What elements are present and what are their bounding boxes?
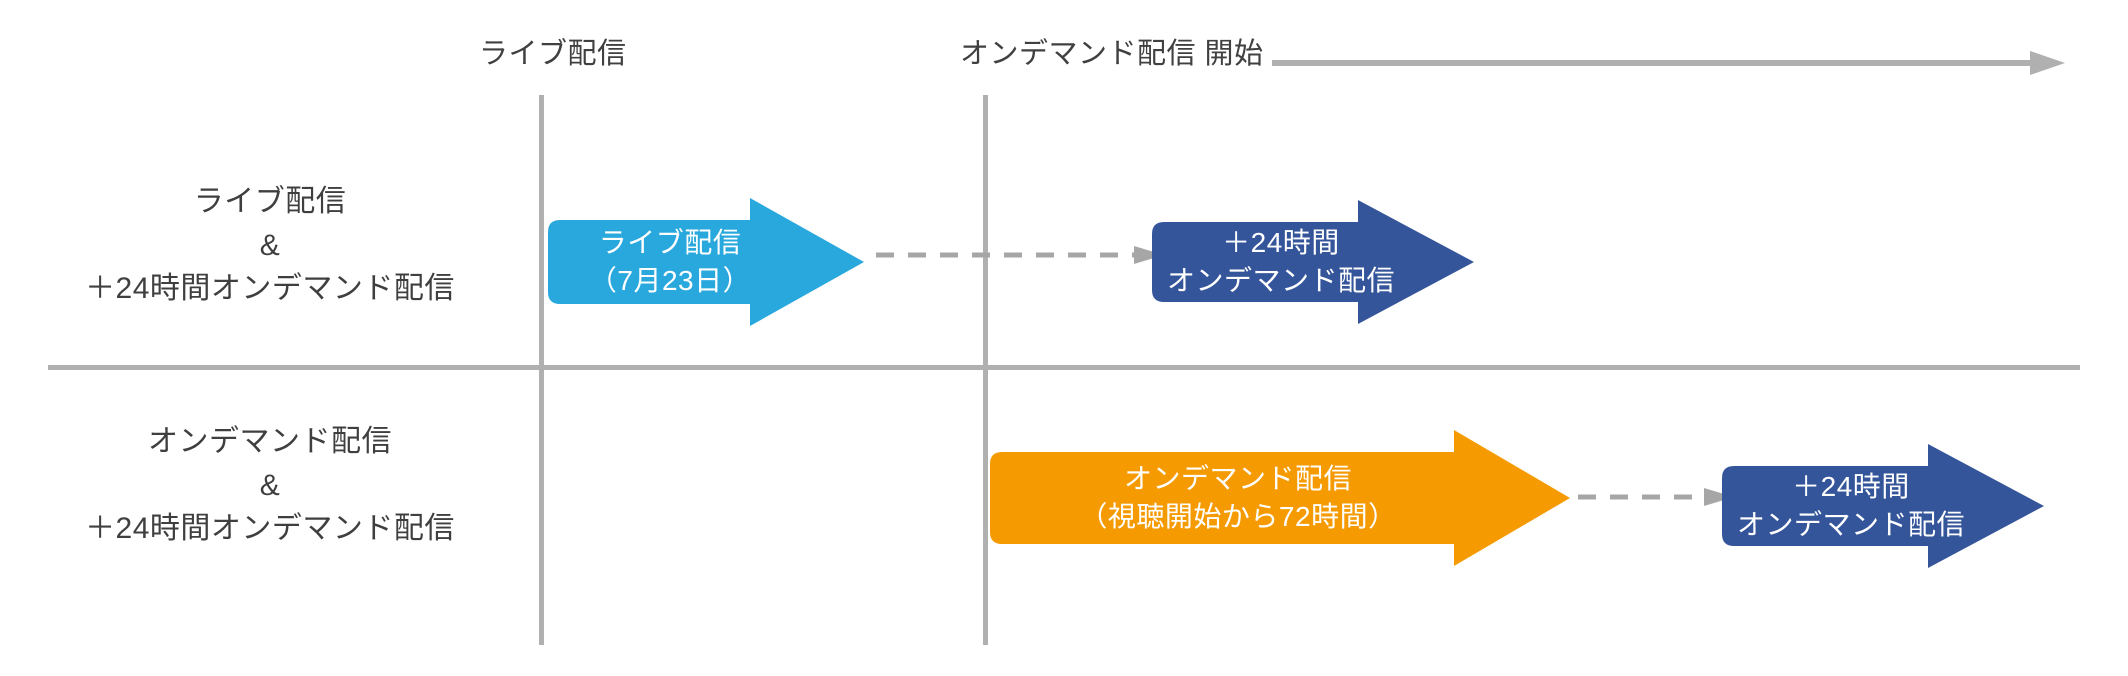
row1-label-line-3: ＋24時間オンデマンド配信 bbox=[85, 272, 455, 305]
row2-label-line-1: オンデマンド配信 bbox=[148, 425, 392, 458]
arrow-shape-cyan bbox=[548, 198, 864, 326]
row-divider bbox=[48, 365, 2080, 370]
arrow-plus24-row2-line-1: ＋24時間 bbox=[1792, 471, 1910, 503]
arrow-shape-navy-row2 bbox=[1722, 444, 2044, 568]
arrow-live-broadcast: ライブ配信 （7月23日） bbox=[548, 198, 864, 326]
row1-label-line-2: & bbox=[259, 228, 281, 262]
arrow-plus24-row1-text: ＋24時間 オンデマンド配信 bbox=[1167, 224, 1395, 300]
row2-label-line-3: ＋24時間オンデマンド配信 bbox=[85, 512, 455, 545]
arrow-plus24-row2-text: ＋24時間 オンデマンド配信 bbox=[1737, 468, 1965, 544]
row-label-ondemand-and-ondemand: オンデマンド配信 & ＋24時間オンデマンド配信 bbox=[20, 420, 520, 551]
arrow-plus24-row1-line-2: オンデマンド配信 bbox=[1166, 265, 1395, 296]
row-label-live-and-ondemand: ライブ配信 & ＋24時間オンデマンド配信 bbox=[20, 180, 520, 311]
arrow-live-broadcast-text: ライブ配信 （7月23日） bbox=[589, 224, 751, 300]
arrow-live-line-1: ライブ配信 bbox=[598, 227, 742, 259]
arrow-plus24-row2-line-2: オンデマンド配信 bbox=[1736, 509, 1965, 540]
arrow-ondemand-line-2: （視聴開始から72時間） bbox=[1079, 501, 1397, 532]
arrow-live-line-2: （7月23日） bbox=[588, 265, 752, 296]
row1-label-line-1: ライブ配信 bbox=[193, 185, 347, 218]
row2-label-line-2: & bbox=[259, 468, 281, 502]
arrow-plus24-ondemand-row1: ＋24時間 オンデマンド配信 bbox=[1152, 200, 1474, 324]
timeline-right-arrow-icon bbox=[1272, 51, 2065, 75]
axis-marker-label-ondemand: オンデマンド配信 開始 bbox=[960, 38, 1264, 70]
vertical-rule-ondemand-start bbox=[983, 95, 988, 645]
axis-marker-label-live: ライブ配信 bbox=[479, 38, 627, 70]
arrow-plus24-ondemand-row2: ＋24時間 オンデマンド配信 bbox=[1722, 444, 2044, 568]
arrow-ondemand-line-1: オンデマンド配信 bbox=[1123, 463, 1352, 495]
vertical-rule-live-start bbox=[539, 95, 544, 645]
arrow-shape-orange bbox=[990, 430, 1570, 566]
arrow-ondemand-broadcast: オンデマンド配信 （視聴開始から72時間） bbox=[990, 430, 1570, 566]
dashed-connector-row2 bbox=[1578, 488, 1734, 506]
arrow-plus24-row1-line-1: ＋24時間 bbox=[1222, 227, 1340, 259]
arrow-ondemand-broadcast-text: オンデマンド配信 （視聴開始から72時間） bbox=[1079, 460, 1396, 536]
dashed-connector-row1 bbox=[876, 246, 1164, 264]
arrow-shape-navy-row1 bbox=[1152, 200, 1474, 324]
